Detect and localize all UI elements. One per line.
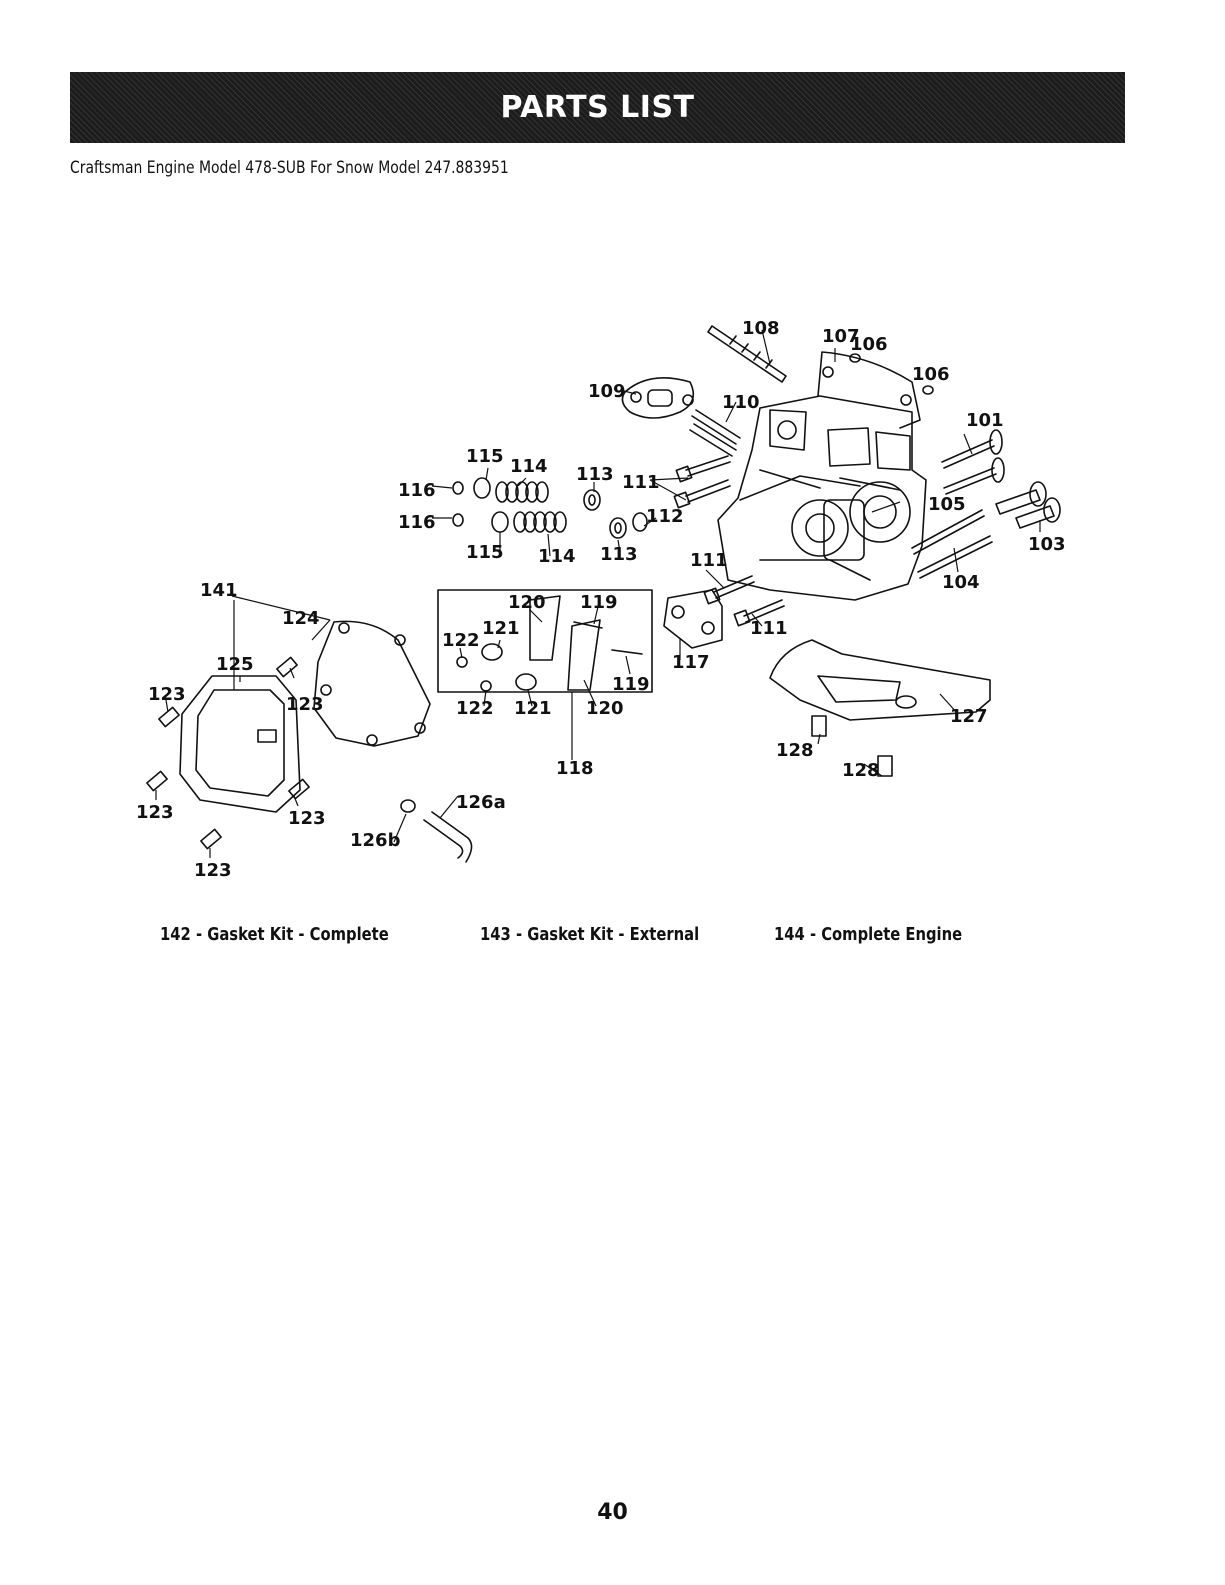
cylinder-head-drawing	[717, 395, 927, 601]
callout-111: 111	[622, 472, 660, 493]
callout-121: 121	[514, 698, 552, 719]
rocker-kit-box	[437, 589, 653, 693]
callout-126b: 126b	[350, 830, 401, 851]
callout-106: 106	[912, 364, 950, 385]
callout-141: 141	[200, 580, 238, 601]
callout-123: 123	[148, 684, 186, 705]
callout-104: 104	[942, 572, 980, 593]
callout-128: 128	[842, 760, 880, 781]
callout-114: 114	[538, 546, 576, 567]
kit-complete-engine: 144 - Complete Engine	[774, 924, 963, 945]
muffler-guard-drawing	[769, 639, 991, 721]
callout-115: 115	[466, 542, 504, 563]
callout-117: 117	[672, 652, 710, 673]
callout-122: 122	[442, 630, 480, 651]
callout-120: 120	[508, 592, 546, 613]
callout-111: 111	[750, 618, 788, 639]
callout-125: 125	[216, 654, 254, 675]
kit-gasket-external: 143 - Gasket Kit - External	[480, 924, 700, 945]
kit-gasket-complete: 142 - Gasket Kit - Complete	[160, 924, 389, 945]
callout-126a: 126a	[456, 792, 506, 813]
callout-105: 105	[928, 494, 966, 515]
rocker-cover-drawing	[179, 675, 301, 813]
callout-116: 116	[398, 480, 436, 501]
callout-123: 123	[286, 694, 324, 715]
callout-110: 110	[722, 392, 760, 413]
callout-113: 113	[600, 544, 638, 565]
callout-123: 123	[136, 802, 174, 823]
callout-113: 113	[576, 464, 614, 485]
callout-128: 128	[776, 740, 814, 761]
callout-116: 116	[398, 512, 436, 533]
callout-112: 112	[646, 506, 684, 527]
callout-107: 107	[822, 326, 860, 347]
callout-118: 118	[556, 758, 594, 779]
engine-model-subtitle: Craftsman Engine Model 478-SUB For Snow …	[70, 158, 509, 178]
callout-120: 120	[586, 698, 624, 719]
intake-gasket-drawing	[621, 376, 695, 419]
callout-101: 101	[966, 410, 1004, 431]
callout-106: 106	[850, 334, 888, 355]
callout-127: 127	[950, 706, 988, 727]
callout-108: 108	[742, 318, 780, 339]
callout-114: 114	[510, 456, 548, 477]
callout-119: 119	[612, 674, 650, 695]
banner-title: PARTS LIST	[500, 90, 695, 125]
callout-111: 111	[690, 550, 728, 571]
callout-109: 109	[588, 381, 626, 402]
head-gasket-drawing	[817, 351, 921, 429]
parts-list-banner: PARTS LIST	[70, 72, 1125, 143]
callout-123: 123	[194, 860, 232, 881]
valve-spring-drawing	[495, 481, 567, 533]
callout-123: 123	[288, 808, 326, 829]
spark-plug-drawing	[707, 325, 787, 383]
callout-103: 103	[1028, 534, 1066, 555]
callout-121: 121	[482, 618, 520, 639]
rocker-cover-gasket-drawing	[313, 620, 431, 747]
callout-119: 119	[580, 592, 618, 613]
page-number: 40	[597, 1500, 628, 1525]
callout-124: 124	[282, 608, 320, 629]
callout-122: 122	[456, 698, 494, 719]
callout-115: 115	[466, 446, 504, 467]
